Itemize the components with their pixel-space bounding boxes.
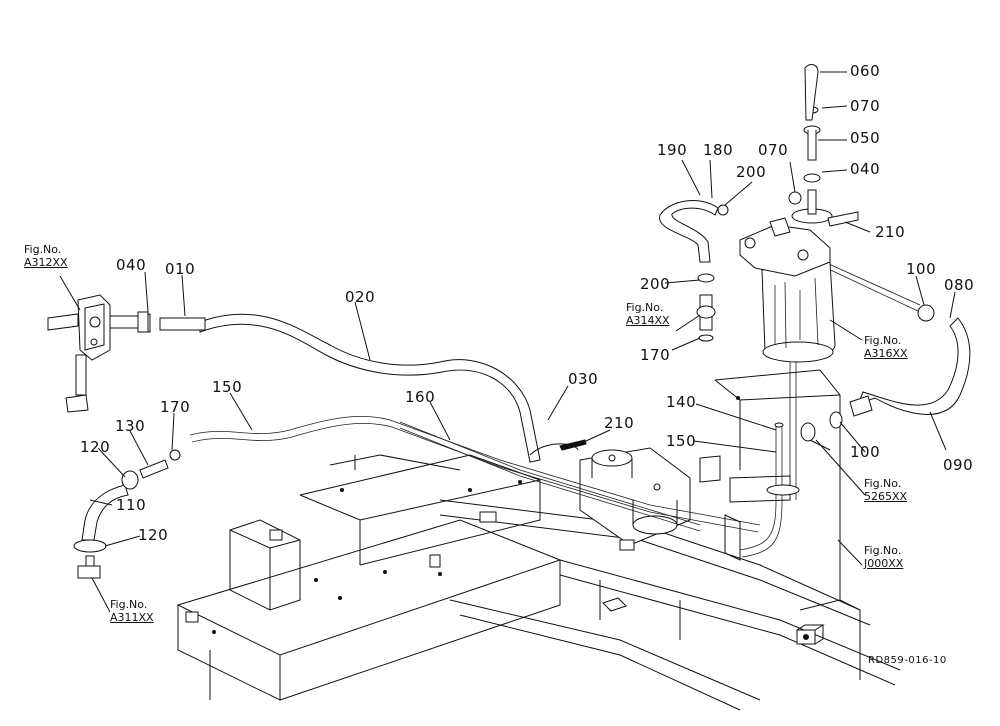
part-label-010: 010	[165, 260, 196, 278]
part-label-210-clamp: 210	[604, 414, 635, 432]
fuel-hoses	[81, 200, 971, 561]
drawing-id: RD859-016-10	[868, 655, 947, 666]
part-label-200-lower: 200	[640, 275, 671, 293]
part-label-020: 020	[345, 288, 376, 306]
part-label-030: 030	[568, 370, 599, 388]
fig-ref-prefix: Fig.No.	[864, 544, 902, 557]
part-label-150: 150	[212, 378, 243, 396]
chassis-frame	[176, 369, 901, 711]
part-label-130: 130	[115, 417, 146, 435]
fig-ref-code: A316XX	[864, 347, 908, 360]
part-label-080: 080	[944, 276, 975, 294]
fig-ref-a316: Fig.No. A316XX	[864, 334, 908, 360]
fig-ref-a311: Fig.No. A311XX	[110, 598, 154, 624]
fig-ref-code: J000XX	[864, 557, 904, 570]
part-label-100: 100	[906, 260, 937, 278]
fig-ref-a314: Fig.No. A314XX	[626, 301, 670, 327]
part-label-150-bracket: 150	[666, 432, 697, 450]
fig-ref-code: 5265XX	[864, 490, 908, 503]
part-label-040-pump: 040	[116, 256, 147, 274]
part-label-170: 170	[640, 346, 671, 364]
part-label-120-lower: 120	[138, 526, 169, 544]
part-label-140: 140	[666, 393, 697, 411]
fuel-pump	[47, 294, 151, 413]
part-label-090: 090	[943, 456, 974, 474]
part-label-160: 160	[405, 388, 436, 406]
part-label-110: 110	[116, 496, 147, 514]
fig-ref-a312: Fig.No. A312XX	[24, 243, 68, 269]
part-label-070-filter: 070	[758, 141, 789, 159]
fuel-filter	[739, 64, 859, 363]
fig-ref-code: A311XX	[110, 611, 154, 624]
part-label-190: 190	[657, 141, 688, 159]
part-label-050: 050	[850, 129, 881, 147]
part-label-070: 070	[850, 97, 881, 115]
part-label-170-left: 170	[160, 398, 191, 416]
fig-ref-j000: Fig.No. J000XX	[864, 544, 903, 570]
part-label-060: 060	[850, 62, 881, 80]
fig-ref-5265: Fig.No. 5265XX	[864, 477, 907, 503]
part-label-180: 180	[703, 141, 734, 159]
fig-ref-code: A312XX	[24, 256, 68, 269]
fig-ref-prefix: Fig.No.	[864, 477, 902, 490]
fig-ref-prefix: Fig.No.	[110, 598, 148, 611]
fig-ref-code: A314XX	[626, 314, 670, 327]
part-label-100-lower: 100	[850, 443, 881, 461]
leader-lines	[59, 71, 956, 613]
connectors	[73, 204, 935, 579]
part-label-210: 210	[875, 223, 906, 241]
fig-ref-prefix: Fig.No.	[864, 334, 902, 347]
part-label-200: 200	[736, 163, 767, 181]
fig-ref-prefix: Fig.No.	[626, 301, 664, 314]
fig-ref-prefix: Fig.No.	[24, 243, 62, 256]
part-label-040: 040	[850, 160, 881, 178]
part-label-120: 120	[80, 438, 111, 456]
